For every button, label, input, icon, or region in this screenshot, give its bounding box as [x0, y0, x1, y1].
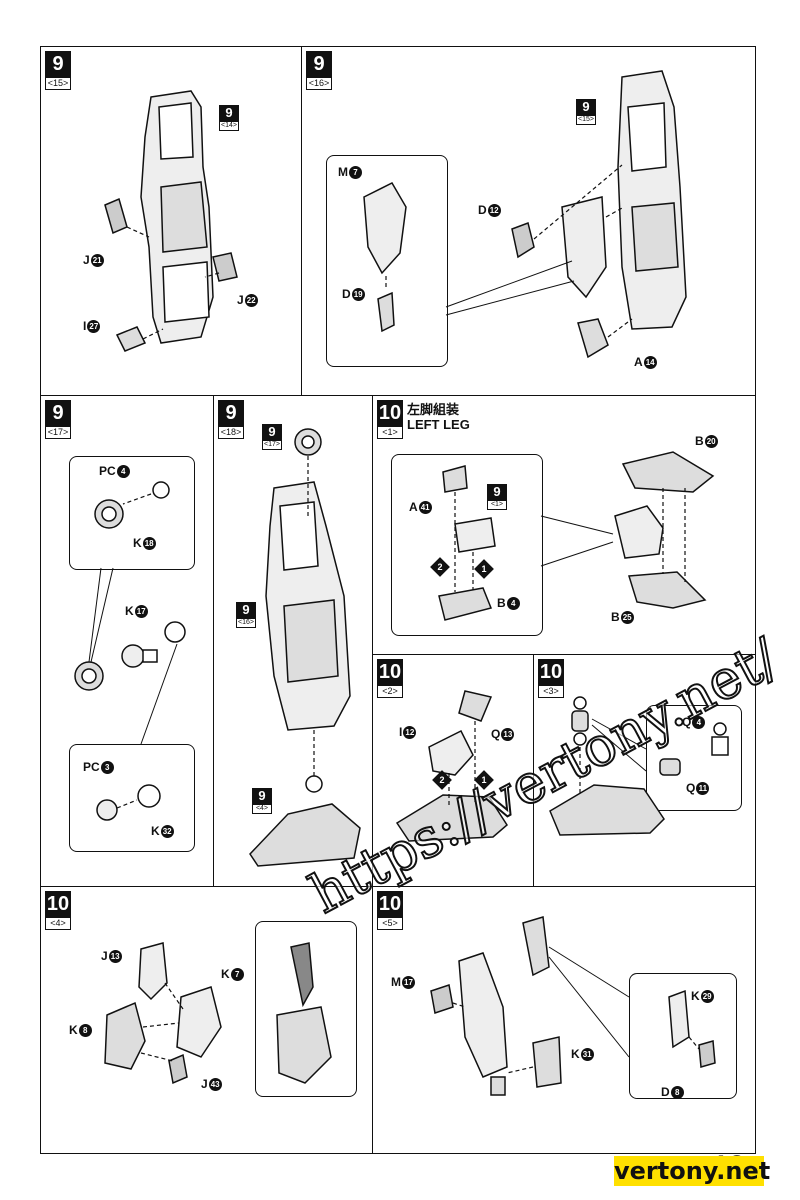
left-leg-foot-illustration [438, 451, 715, 621]
order-marker: 2 [432, 770, 452, 790]
step-badge: 9<17> [45, 400, 71, 439]
step-badge: 9<18> [218, 400, 244, 439]
detail-inset [69, 456, 195, 570]
step-badge: 10<5> [377, 891, 403, 930]
leg-armor-parts-illustration [430, 916, 716, 1096]
knee-joint-illustration [74, 481, 186, 821]
ref-step-badge: 9<4> [252, 788, 272, 814]
ref-step-badge: 9<15> [576, 99, 596, 125]
detail-inset [69, 744, 195, 852]
ref-step-badge: 9<16> [236, 602, 256, 628]
ankle-frame-illustration [104, 942, 332, 1085]
step-badge: 10<2> [377, 659, 403, 698]
step-badge: 10<4> [45, 891, 71, 930]
watermark-badge: vertony.net [614, 1156, 771, 1186]
detail-inset [646, 705, 742, 811]
leg-to-foot-illustration [249, 428, 361, 867]
ref-step-badge: 9<17> [262, 424, 282, 450]
order-marker: 1 [474, 559, 494, 579]
ref-step-badge: 9<1> [487, 484, 507, 510]
foot-parts-illustration [395, 690, 508, 842]
panel-step-9-18: 9<18> 9<17> 9<16> 9<4> [213, 395, 373, 887]
step-badge: 9<15> [45, 51, 71, 90]
ref-step-badge: 9<14> [219, 105, 239, 131]
order-marker: 2 [430, 557, 450, 577]
step-badge: 10<3> [538, 659, 564, 698]
leg-assembly-illustration [104, 90, 238, 352]
leg-armor-illustration [363, 70, 687, 359]
ankle-joint-illustration [549, 696, 729, 836]
step-badge: 9<16> [306, 51, 332, 90]
step-badge: 10<1> [377, 400, 403, 439]
